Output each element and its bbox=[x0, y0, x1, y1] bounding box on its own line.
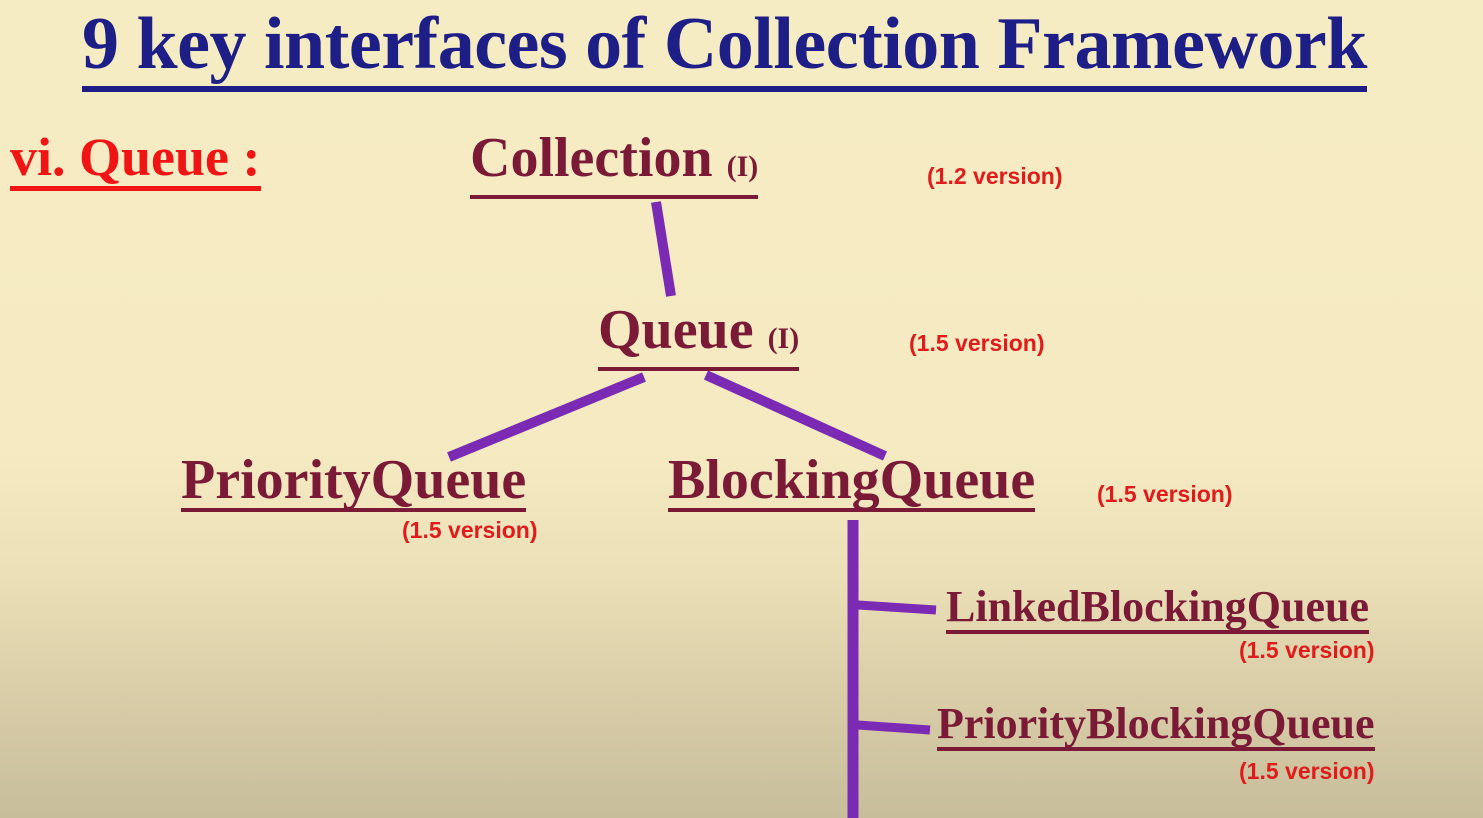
node-queue: Queue (I) bbox=[598, 299, 800, 371]
connector-queue-priorityqueue bbox=[447, 372, 646, 462]
connector-trunk-linkedblockingqueue bbox=[857, 600, 937, 615]
node-linked-blocking-queue-name: LinkedBlockingQueue bbox=[946, 582, 1370, 631]
connector-trunk-priorityblockingqueue bbox=[857, 720, 931, 735]
node-priority-queue-name: PriorityQueue bbox=[181, 449, 527, 511]
node-linked-blocking-queue: LinkedBlockingQueue bbox=[946, 582, 1370, 634]
connector-queue-blockingqueue bbox=[703, 370, 888, 461]
version-priority-queue: (1.5 version) bbox=[402, 517, 538, 543]
node-collection-tag: (I) bbox=[726, 150, 759, 183]
page-title: 9 key interfaces of Collection Framework bbox=[82, 4, 1367, 92]
node-priority-blocking-queue-name: PriorityBlockingQueue bbox=[937, 699, 1375, 748]
node-queue-name: Queue bbox=[598, 299, 754, 361]
version-linked-blocking-queue: (1.5 version) bbox=[1239, 637, 1375, 663]
version-queue: (1.5 version) bbox=[909, 330, 1045, 356]
node-blocking-queue: BlockingQueue bbox=[668, 449, 1036, 512]
node-queue-tag: (I) bbox=[767, 322, 800, 355]
version-collection: (1.2 version) bbox=[927, 163, 1063, 189]
node-collection-name: Collection bbox=[470, 127, 713, 189]
node-priority-blocking-queue: PriorityBlockingQueue bbox=[937, 701, 1375, 751]
node-blocking-queue-name: BlockingQueue bbox=[668, 449, 1036, 511]
version-blocking-queue: (1.5 version) bbox=[1097, 481, 1233, 507]
version-priority-blocking-queue: (1.5 version) bbox=[1239, 758, 1375, 784]
section-heading: vi. Queue : bbox=[10, 128, 261, 191]
node-priority-queue: PriorityQueue bbox=[181, 449, 527, 512]
node-collection: Collection (I) bbox=[470, 127, 759, 199]
connector-collection-queue bbox=[651, 201, 676, 297]
